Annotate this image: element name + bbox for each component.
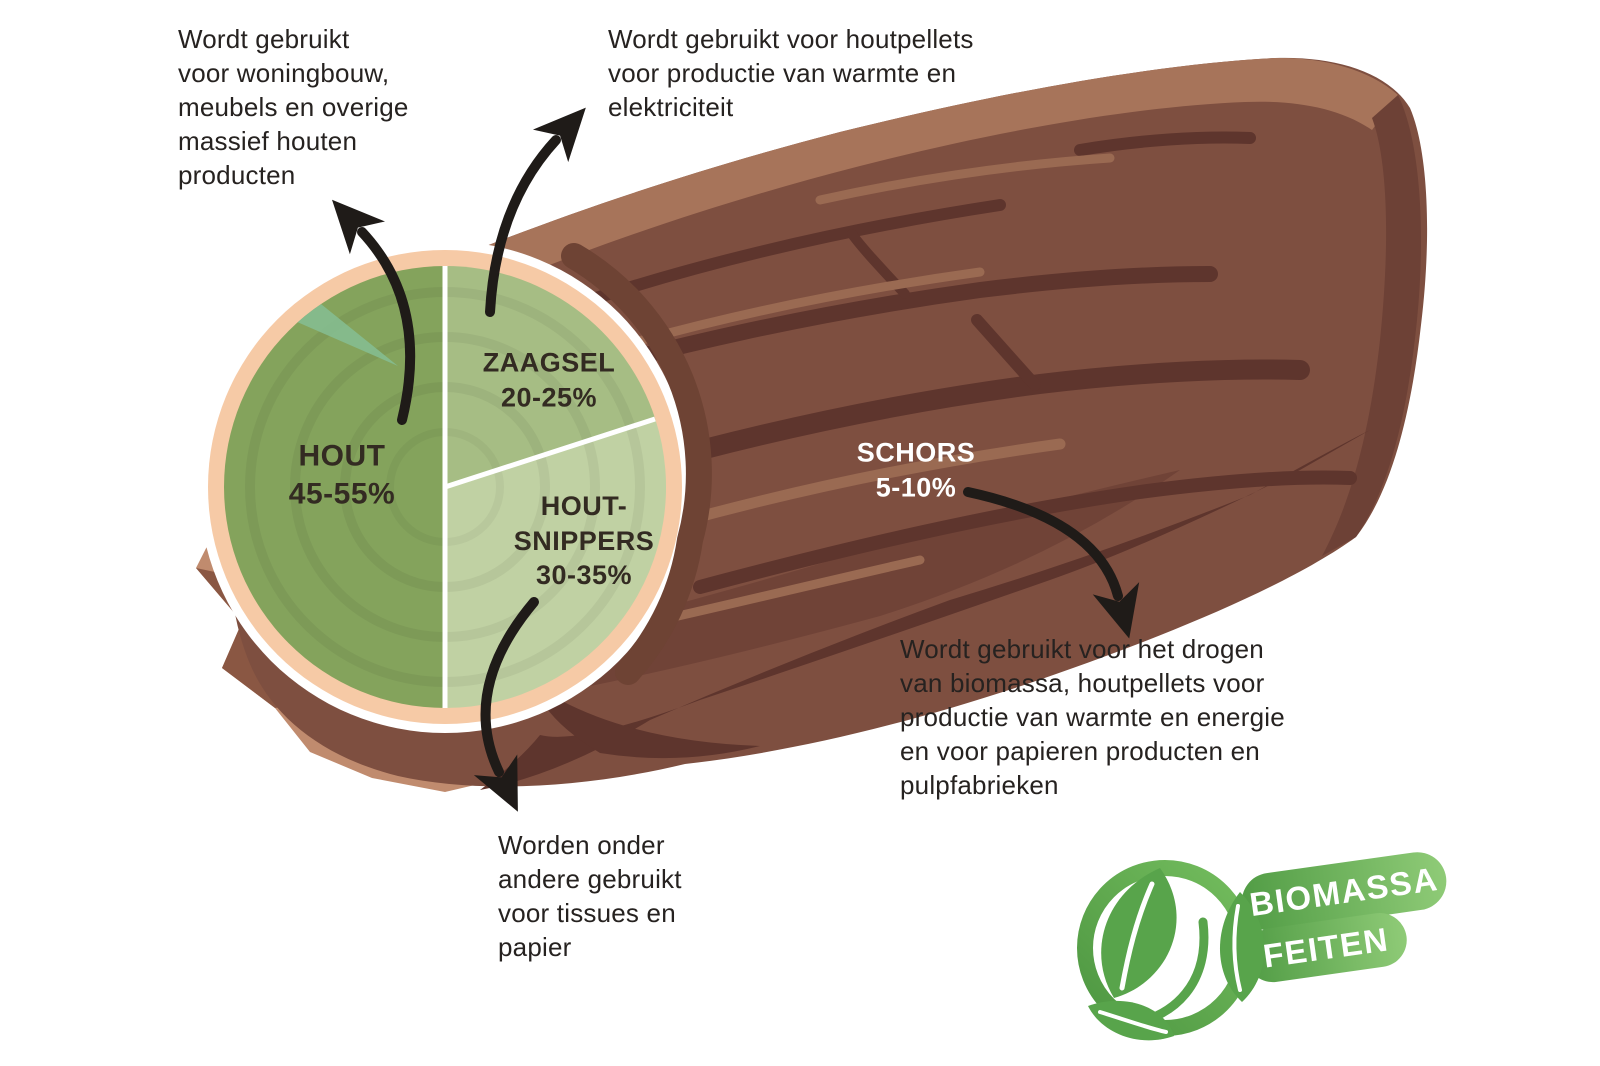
- slice-houtsnippers: [445, 418, 667, 708]
- slice-label-hout: HOUT 45-55%: [288, 439, 396, 511]
- log-end-shade: [1322, 95, 1422, 556]
- note-schors: Wordt gebruikt voor het drogen van bioma…: [900, 634, 1285, 800]
- log-mid-shadow: [540, 470, 1180, 692]
- teal-sliver: [288, 300, 398, 366]
- biomassa-feiten-logo: [1077, 852, 1447, 1041]
- pie-divider-radial: [444, 416, 656, 490]
- log-bottom-band2: [545, 700, 760, 759]
- arrow-hout: [332, 199, 416, 425]
- logo-banner-biomassa: [1241, 852, 1447, 931]
- slice-label-schors: SCHORS 5-10%: [856, 437, 976, 502]
- slice-zaagsel: [445, 266, 656, 487]
- log-bottom-band: [480, 430, 1370, 790]
- annotation-arrows: [332, 107, 1140, 812]
- slice-hout: [224, 266, 445, 708]
- arrow-zaagsel: [485, 107, 586, 317]
- slice-label-zaagsel: ZAAGSEL 20-25%: [482, 347, 616, 412]
- note-houtsnippers: Worden onder andere gebruikt voor tissue…: [498, 830, 682, 962]
- note-hout: Wordt gebruikt voor woningbouw, meubels …: [178, 24, 409, 190]
- note-zaagsel: Wordt gebruikt voor houtpellets voor pro…: [608, 24, 974, 122]
- leaf-icon: [1088, 868, 1265, 1041]
- arrow-schors: [963, 487, 1140, 639]
- arrow-houtsnippers: [473, 597, 539, 812]
- pie-rim-bark: [561, 243, 712, 685]
- logo-banner-feiten: [1245, 913, 1407, 983]
- pie-cross-section: [199, 241, 712, 733]
- slice-label-houtsnippers: HOUT- SNIPPERS 30-35%: [513, 491, 655, 591]
